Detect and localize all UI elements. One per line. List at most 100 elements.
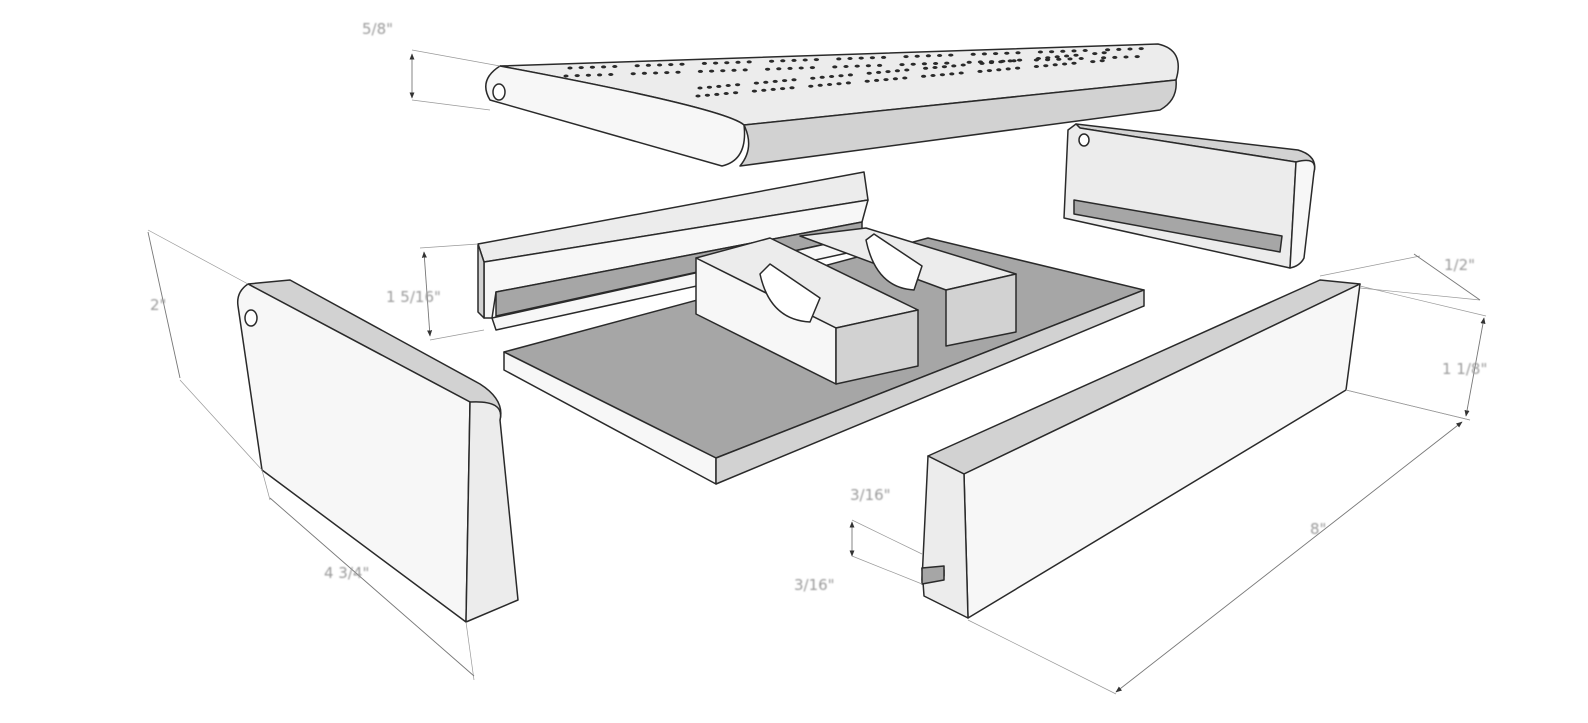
peg-hole <box>993 52 999 56</box>
peg-hole <box>1099 59 1105 63</box>
peg-hole <box>1004 51 1010 55</box>
peg-hole <box>723 92 729 95</box>
peg-hole <box>939 73 946 77</box>
peg-hole <box>925 54 932 58</box>
peg-hole <box>787 66 793 70</box>
peg-hole <box>761 88 767 92</box>
peg-hole <box>966 60 972 64</box>
peg-hole <box>1043 64 1049 68</box>
peg-hole <box>716 84 722 88</box>
peg-hole <box>697 86 703 90</box>
peg-hole <box>791 58 797 62</box>
lid-board <box>485 43 1179 167</box>
peg-hole <box>1090 60 1096 64</box>
peg-hole <box>902 76 908 80</box>
label-lid-thickness: 5/8" <box>362 20 393 38</box>
peg-hole <box>885 70 891 74</box>
peg-hole <box>894 69 901 73</box>
peg-hole <box>751 89 758 93</box>
peg-hole <box>1049 50 1055 54</box>
peg-hole-grid <box>563 47 1144 98</box>
peg-hole <box>706 85 713 89</box>
peg-hole <box>802 58 808 62</box>
peg-hole <box>1134 55 1140 59</box>
peg-hole <box>1054 55 1060 59</box>
peg-hole <box>813 58 820 62</box>
peg-hole <box>780 87 786 91</box>
peg-hole <box>657 63 663 67</box>
label-end-height: 2" <box>150 296 166 314</box>
peg-hole <box>567 66 573 70</box>
peg-hole <box>951 64 957 68</box>
label-rail-height: 1 5/16" <box>386 288 441 306</box>
dimension-annotations <box>147 49 1487 695</box>
label-side-thickness: 1/2" <box>1444 256 1475 274</box>
cradle-cutout-left <box>759 263 821 323</box>
peg-hole <box>881 55 887 59</box>
peg-hole <box>608 73 614 76</box>
peg-hole <box>1071 61 1077 65</box>
peg-hole <box>877 63 883 67</box>
peg-hole <box>585 73 592 77</box>
peg-hole <box>1035 57 1041 60</box>
peg-hole <box>798 66 804 70</box>
peg-hole <box>769 59 775 63</box>
label-end-width: 4 3/4" <box>324 564 369 582</box>
peg-hole <box>958 71 964 75</box>
peg-hole <box>986 69 993 73</box>
peg-hole <box>921 62 928 66</box>
peg-hole <box>808 84 814 88</box>
peg-hole <box>641 71 648 75</box>
peg-hole <box>949 72 955 76</box>
peg-hole <box>753 81 760 85</box>
peg-hole <box>776 67 782 71</box>
peg-hole <box>563 74 569 78</box>
peg-hole <box>789 86 795 90</box>
peg-hole <box>589 65 596 69</box>
peg-hole <box>746 60 752 64</box>
base-tray <box>503 227 1145 485</box>
label-side-length: 8" <box>1310 520 1326 538</box>
peg-hole <box>827 83 833 86</box>
label-side-height: 1 1/8" <box>1442 360 1487 378</box>
peg-hole <box>932 66 938 69</box>
peg-hole <box>1073 53 1079 57</box>
peg-hole <box>865 64 872 68</box>
peg-hole <box>1017 58 1023 62</box>
peg-hole <box>1123 55 1129 59</box>
peg-hole <box>854 64 860 68</box>
peg-hole <box>1060 49 1066 53</box>
peg-hole <box>675 70 681 74</box>
end-panel-hole <box>1078 133 1090 147</box>
peg-hole <box>763 80 769 84</box>
peg-hole <box>742 68 748 72</box>
peg-hole <box>725 84 731 87</box>
peg-hole <box>1005 67 1011 71</box>
peg-hole <box>765 67 771 71</box>
peg-hole <box>981 52 988 56</box>
peg-hole <box>578 66 584 70</box>
peg-hole <box>1078 57 1084 60</box>
cradle-cutout-right <box>865 233 923 291</box>
peg-hole <box>668 63 674 67</box>
peg-hole <box>930 74 936 77</box>
peg-hole <box>735 83 741 87</box>
peg-hole <box>1127 47 1133 51</box>
peg-hole <box>1116 47 1122 51</box>
peg-hole <box>988 61 995 65</box>
peg-hole <box>701 61 708 65</box>
peg-hole <box>1056 57 1062 61</box>
peg-hole <box>791 78 797 82</box>
peg-hole <box>612 65 618 68</box>
peg-hole <box>724 61 730 65</box>
peg-hole <box>866 71 872 75</box>
peg-hole <box>847 73 854 77</box>
peg-hole <box>1033 65 1039 68</box>
peg-hole <box>1062 62 1068 66</box>
peg-hole <box>735 60 741 64</box>
peg-hole <box>836 57 842 61</box>
peg-hole <box>903 55 909 59</box>
peg-hole <box>1007 59 1013 63</box>
left-end-panel <box>236 279 519 623</box>
